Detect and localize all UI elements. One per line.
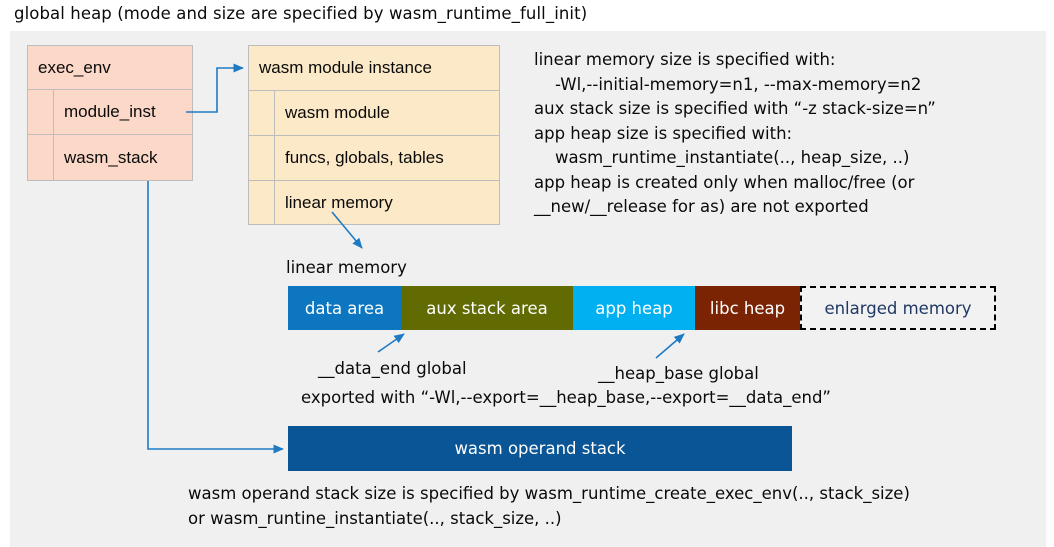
exec-env-field-wasm-stack: wasm_stack xyxy=(28,135,192,180)
annotation-export-note: exported with “-Wl,--export=__heap_base,… xyxy=(301,388,831,407)
exec-env-box: exec_env module_inst wasm_stack xyxy=(27,45,193,181)
wasm-module-instance-box: wasm module instance wasm module funcs, … xyxy=(248,45,500,225)
module-instance-field-label: wasm module xyxy=(285,103,390,122)
exec-env-header-label: exec_env xyxy=(38,57,111,77)
exec-env-header-row: exec_env xyxy=(28,46,192,90)
exec-env-field-module-inst: module_inst xyxy=(28,90,192,135)
memory-segment-label: enlarged memory xyxy=(824,298,972,318)
indent-gutter xyxy=(249,91,275,135)
memory-segment-data-area: data area xyxy=(288,286,401,330)
module-instance-field-label: funcs, globals, tables xyxy=(285,148,444,167)
operand-stack-note-text: wasm operand stack size is specified by … xyxy=(188,484,910,528)
memory-segment-app-heap: app heap xyxy=(573,286,695,330)
module-instance-field-funcs-globals-tables: funcs, globals, tables xyxy=(249,136,499,181)
memory-segment-label: aux stack area xyxy=(426,298,548,318)
memory-segment-aux-stack-area: aux stack area xyxy=(401,286,573,330)
exec-env-field-label: wasm_stack xyxy=(64,147,158,167)
indent-gutter xyxy=(28,90,54,134)
wasm-operand-stack-box: wasm operand stack xyxy=(288,426,792,471)
exec-env-field-label: module_inst xyxy=(64,102,156,121)
linear-memory-bar: data area aux stack area app heap libc h… xyxy=(288,286,996,330)
module-instance-field-linear-memory: linear memory xyxy=(249,181,499,224)
memory-segment-libc-heap: libc heap xyxy=(695,286,800,330)
indent-gutter xyxy=(249,136,275,180)
page-title: global heap (mode and size are specified… xyxy=(14,4,588,23)
wasm-operand-stack-label: wasm operand stack xyxy=(454,439,626,458)
module-instance-header-row: wasm module instance xyxy=(249,46,499,91)
linear-memory-caption: linear memory xyxy=(286,258,407,277)
memory-segment-label: libc heap xyxy=(709,298,786,318)
annotation-heap-base-global: __heap_base global xyxy=(598,364,759,383)
memory-segment-enlarged-memory: enlarged memory xyxy=(800,286,996,330)
indent-gutter xyxy=(28,135,54,180)
module-instance-header-label: wasm module instance xyxy=(259,58,432,77)
annotation-data-end-global: __data_end global xyxy=(318,359,467,378)
memory-segment-label: app heap xyxy=(595,298,673,318)
module-instance-field-label: linear memory xyxy=(285,192,393,212)
linear-memory-description-text: linear memory size is specified with: -W… xyxy=(534,50,936,216)
module-instance-field-wasm-module: wasm module xyxy=(249,91,499,136)
memory-segment-label: data area xyxy=(304,298,385,318)
indent-gutter xyxy=(249,181,275,224)
